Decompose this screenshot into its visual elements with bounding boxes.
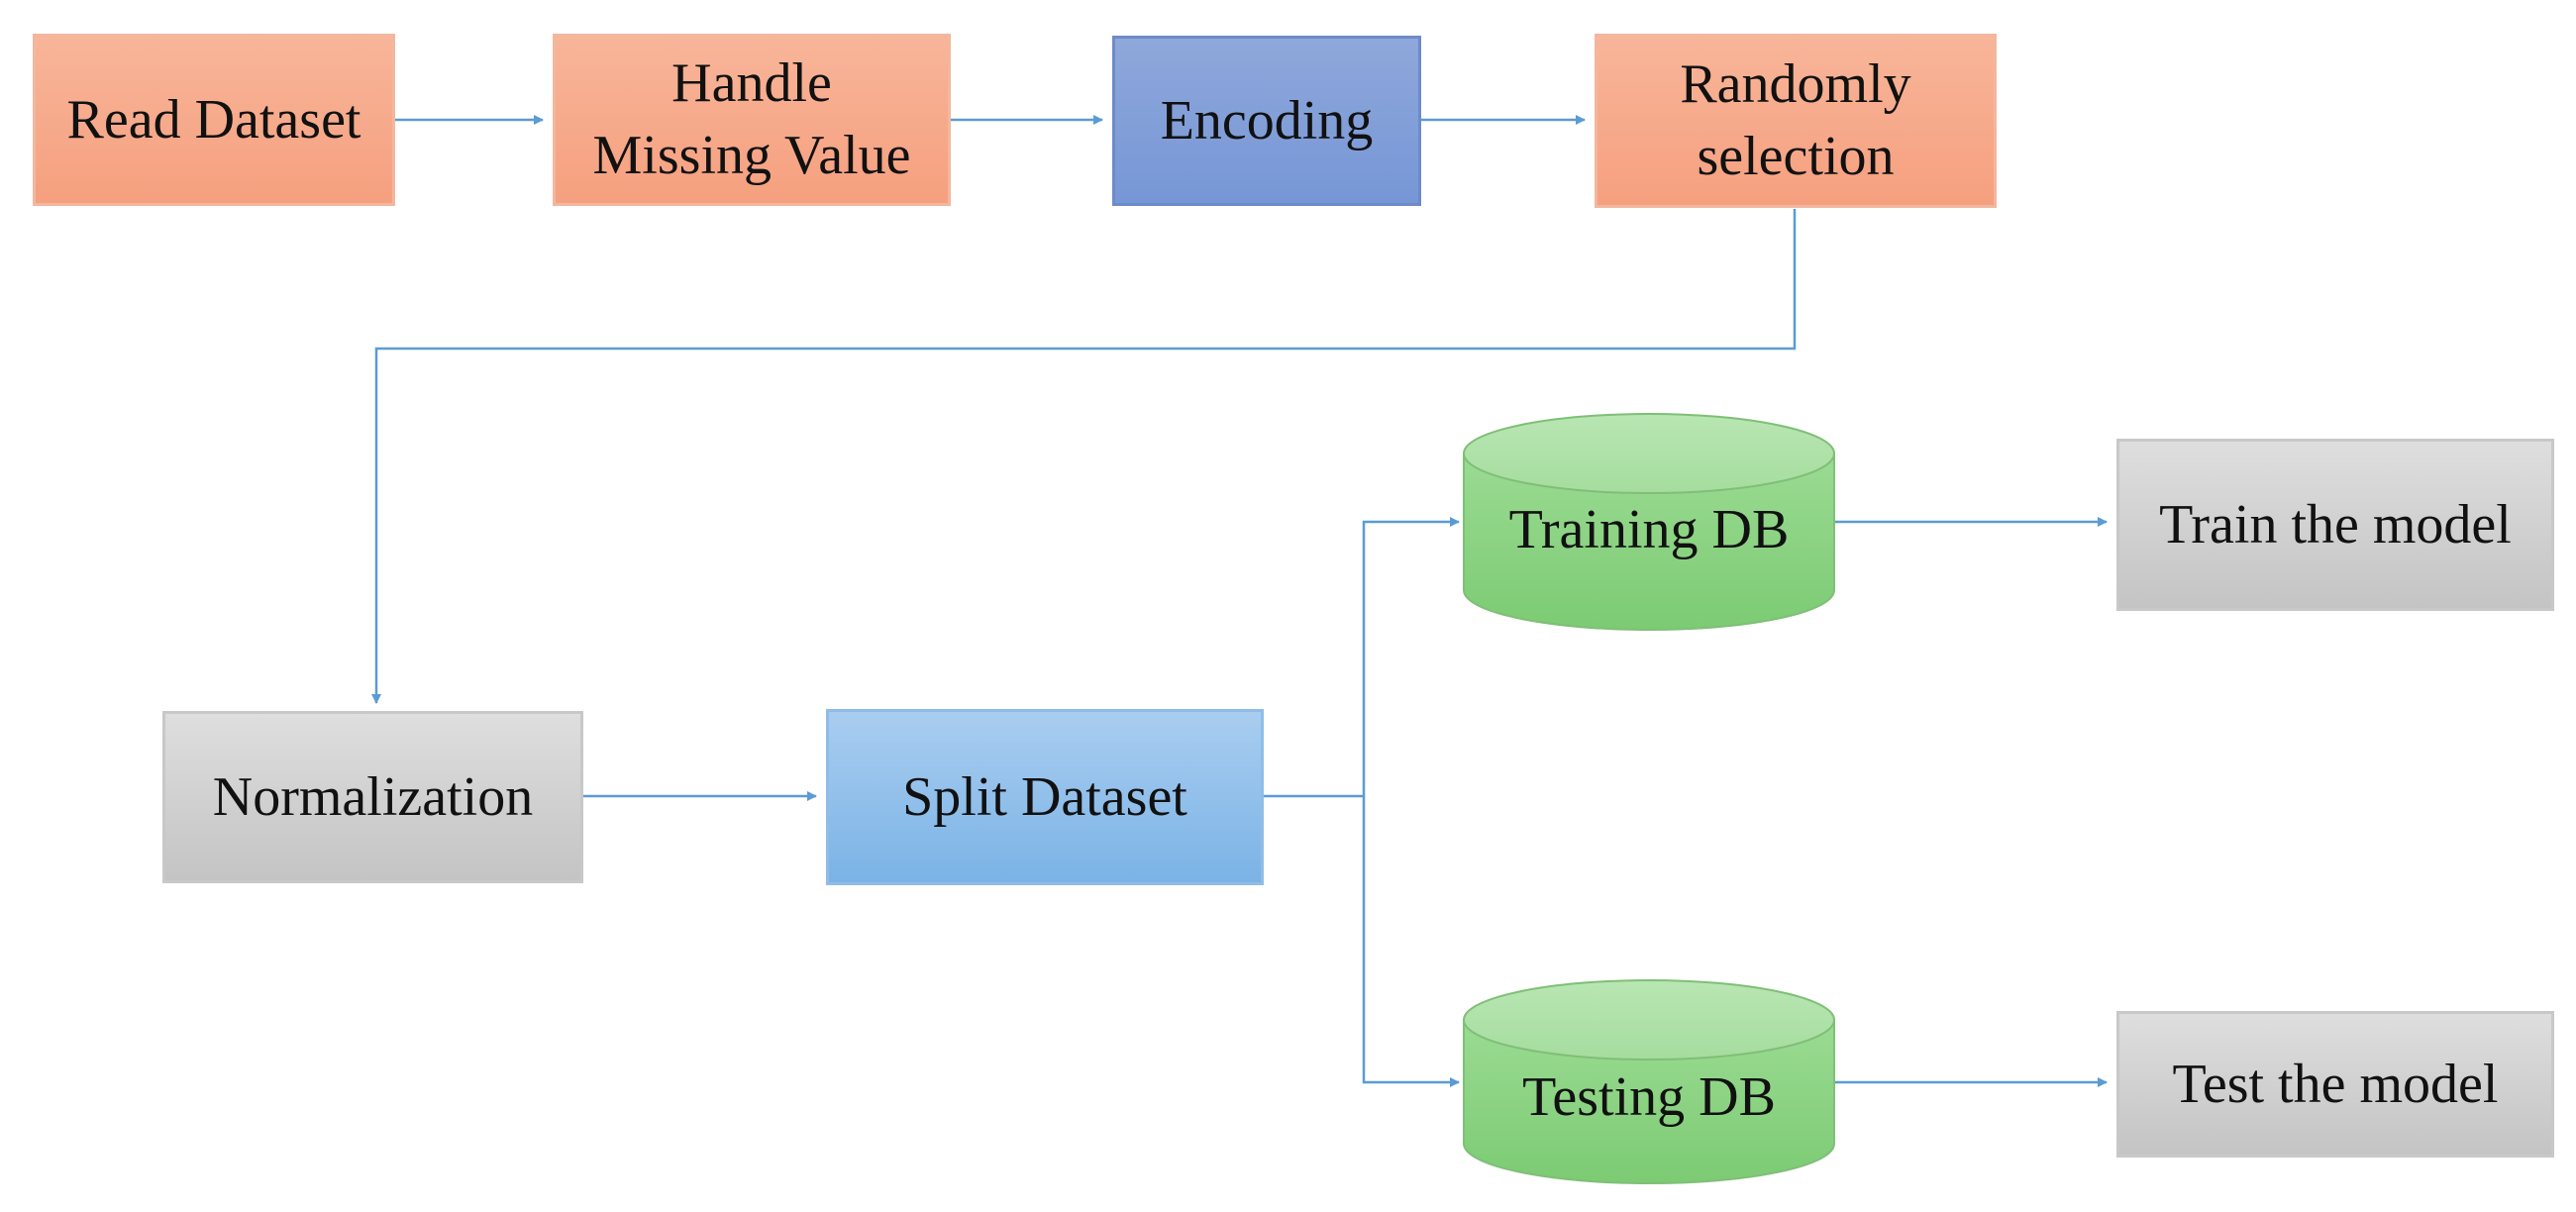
node-test-the-model: Test the model	[2116, 1011, 2554, 1158]
arrow-random-to-normalization	[371, 209, 1797, 704]
testing-db-cylinder-icon	[1463, 979, 1835, 1184]
testing-db-label: Testing DB	[1522, 1066, 1776, 1128]
node-normalization: Normalization	[162, 711, 583, 883]
arrow-split-to-training	[1264, 517, 1460, 798]
node-encoding: Encoding	[1112, 36, 1421, 206]
node-train-the-model: Train the model	[2116, 439, 2554, 611]
arrow-split-to-testing	[1362, 796, 1460, 1087]
training-db-label: Training DB	[1508, 499, 1790, 560]
node-handle-missing-value: Handle Missing Value	[553, 34, 951, 206]
training-db-cylinder-icon	[1463, 413, 1835, 631]
node-split-dataset: Split Dataset	[826, 709, 1264, 885]
node-randomly-selection: Randomly selection	[1595, 34, 1997, 208]
node-read-dataset: Read Dataset	[33, 34, 395, 206]
